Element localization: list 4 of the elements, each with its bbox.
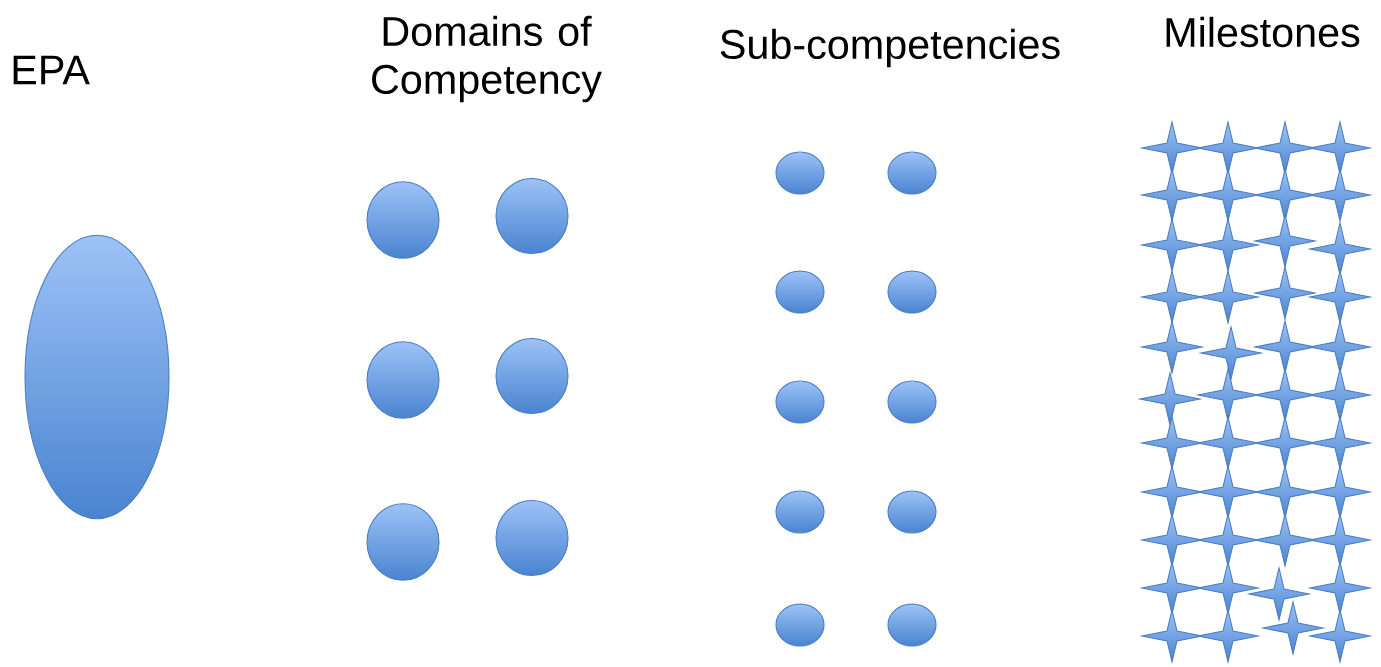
heading: Sub-competencies bbox=[720, 28, 1060, 68]
heading: Milestones bbox=[1166, 16, 1360, 48]
heading: Domains of Competency bbox=[372, 15, 602, 103]
heading: EPA bbox=[13, 55, 90, 85]
